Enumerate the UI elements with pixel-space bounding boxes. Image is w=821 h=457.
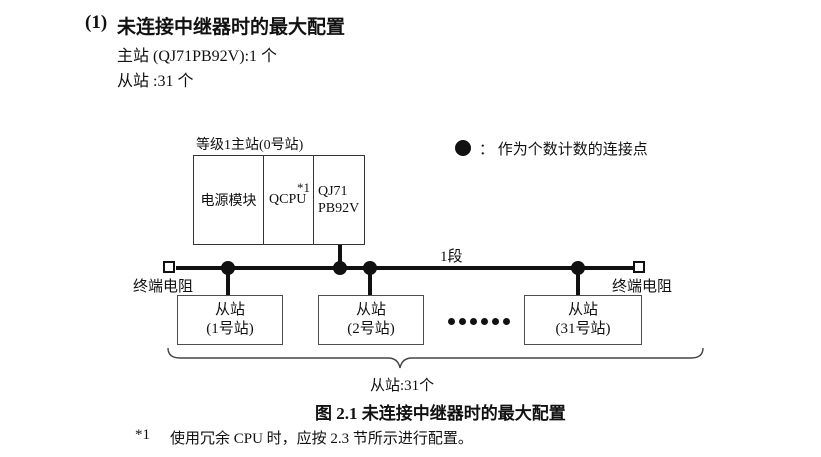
heading-number: (1): [85, 12, 108, 33]
cpu-cell: QCPU *1: [264, 156, 314, 244]
slave-count-line: 从站 :31 个: [117, 73, 194, 90]
right-terminator-icon: [633, 261, 645, 273]
master-count-line: 主站 (QJ71PB92V):1 个: [117, 48, 278, 65]
slave-label: 从站: [355, 301, 386, 318]
slave-label: 从站: [214, 301, 245, 318]
heading-title: 未连接中继器时的最大配置: [117, 17, 346, 38]
bus-segment-line: [176, 266, 633, 270]
slave2-drop-line: [368, 268, 372, 296]
power-module-cell: 电源模块: [194, 156, 264, 244]
ellipsis-dot: [481, 317, 488, 325]
footnote-marker: *1: [135, 427, 150, 443]
ellipsis-dot: [470, 317, 477, 325]
slave-group-brace: [167, 347, 704, 369]
master-station-label: 等级1主站(0号站): [196, 138, 304, 153]
slave-station-box-2: 从站 (2号站): [318, 295, 424, 345]
figure-caption: 图 2.1 未连接中继器时的最大配置: [315, 404, 566, 423]
slave-station-number: (1号站): [206, 321, 254, 337]
cpu-label: QCPU: [269, 192, 307, 207]
connection-point-dot: [333, 261, 347, 275]
pb92v-module-cell: QJ71 PB92V: [314, 156, 364, 244]
module-label-line2: PB92V: [318, 201, 360, 216]
master-drop-line: [338, 245, 342, 270]
ellipsis-dots: [448, 314, 510, 328]
brace-label: 从站:31个: [370, 378, 435, 394]
ellipsis-dot: [503, 317, 510, 325]
slave-label: 从站: [567, 301, 598, 318]
module-label-line1: QJ71: [318, 183, 348, 199]
legend-text: ： 作为个数计数的连接点: [479, 142, 648, 158]
master-station-box: 电源模块 QCPU *1 QJ71 PB92V: [193, 155, 365, 245]
ellipsis-dot: [459, 317, 466, 325]
right-terminator-label: 终端电阻: [612, 279, 673, 295]
left-terminator-icon: [163, 261, 175, 273]
slave1-drop-line: [226, 268, 230, 296]
connection-point-icon: [455, 140, 471, 156]
slave-station-box-1: 从站 (1号站): [177, 295, 283, 345]
slave-station-number: (2号站): [347, 321, 395, 337]
ellipsis-dot: [492, 317, 499, 325]
ellipsis-dot: [448, 317, 455, 325]
cpu-footnote-marker: *1: [297, 180, 310, 195]
slave-station-box-31: 从站 (31号站): [524, 295, 642, 345]
left-terminator-label: 终端电阻: [133, 279, 194, 295]
slave31-drop-line: [576, 268, 580, 296]
slave-station-number: (31号站): [555, 321, 611, 337]
segment-label: 1段: [440, 249, 463, 265]
footnote-text: 使用冗余 CPU 时，应按 2.3 节所示进行配置。: [170, 431, 473, 447]
